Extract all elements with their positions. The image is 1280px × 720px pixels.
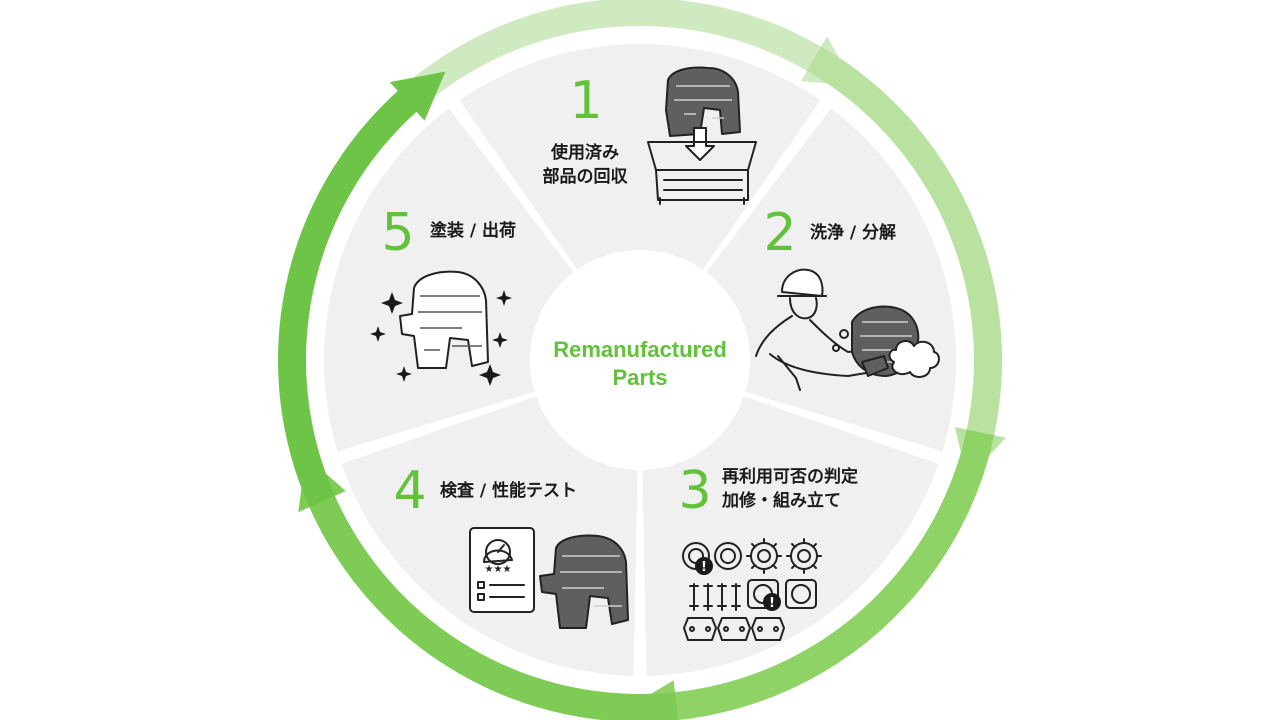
step-1-label-line1: 使用済み [550,142,619,163]
svg-text:!: ! [769,596,775,611]
center-disc [530,250,750,470]
step-4-number: 4 [393,461,426,521]
step-1-number: 1 [569,71,602,131]
step-3: 3 再利用可否の判定 加修・組み立て ! [678,461,858,641]
wedge-3 [642,396,939,676]
step-5-number: 5 [381,203,414,263]
step-3-label-line1: 再利用可否の判定 [722,466,858,487]
inspection-checklist-icon: ★★★ [469,527,629,629]
collection-bin-icon [647,66,757,205]
cycle-arrow-3 [627,429,995,720]
step-1: 1 使用済み 部品の回収 [543,66,757,205]
worker-cleaning-icon [755,268,940,391]
step-5: 5 塗装 / 出荷 [370,203,516,386]
step-2-label: 洗浄 / 分解 [810,222,896,243]
step-4-label: 検査 / 性能テスト [440,480,577,501]
step-2: 2 洗浄 / 分解 [755,203,940,391]
step-1-label-line2: 部品の回収 [543,166,629,187]
svg-text:★★★: ★★★ [485,564,512,575]
cycle-arrow-1 [397,0,855,112]
step-5-label: 塗装 / 出荷 [430,220,516,241]
step-2-number: 2 [763,203,796,263]
svg-text:!: ! [701,560,707,575]
cycle-arrow-4 [298,455,678,720]
step-3-number: 3 [678,461,711,521]
parts-inspection-icon: ! ! [682,538,822,641]
center-title-line2: Parts [612,365,667,390]
painted-part-sparkle-icon [370,270,512,386]
step-3-label-line2: 加修・組み立て [721,490,841,511]
step-4: 4 検査 / 性能テスト ★★★ [393,461,629,629]
center-title-line1: Remanufactured [553,337,727,362]
cycle-arrow-5 [278,71,446,508]
cycle-ring [278,0,1006,720]
